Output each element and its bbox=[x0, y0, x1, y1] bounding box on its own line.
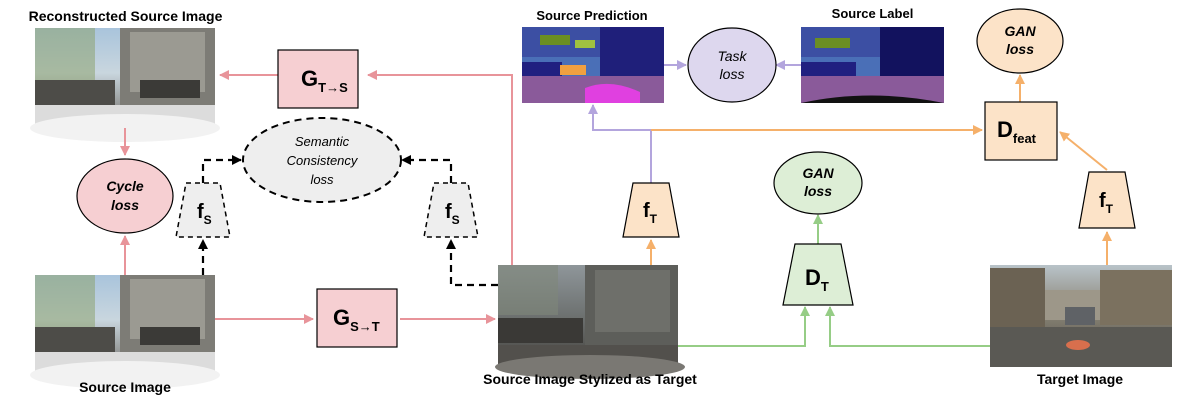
f-t-mid-main: f bbox=[643, 200, 650, 222]
caption-source-label: Source Label bbox=[831, 6, 914, 21]
svg-text:fS: fS bbox=[197, 201, 212, 227]
orange-connectors bbox=[646, 74, 1112, 265]
f-s-left: fS bbox=[175, 182, 231, 238]
caption-source-prediction: Source Prediction bbox=[536, 8, 648, 23]
svg-text:fT: fT bbox=[1099, 190, 1114, 216]
arrow-fs-left-to-semantic bbox=[201, 155, 242, 183]
arrow-stylized-to-dt bbox=[678, 306, 810, 347]
f-t-right: fT bbox=[1078, 171, 1136, 229]
svg-text:fT: fT bbox=[643, 200, 658, 226]
discriminator-feat: Dfeat bbox=[984, 101, 1058, 161]
semantic-connectors bbox=[198, 155, 498, 287]
purple-connectors bbox=[588, 60, 801, 183]
svg-text:GT→S: GT→S bbox=[301, 66, 348, 95]
f-t-right-main: f bbox=[1099, 190, 1106, 212]
cycle-loss-line1: Cycle bbox=[106, 178, 144, 194]
task-loss-line1: Task bbox=[717, 48, 747, 64]
svg-text:Dfeat: Dfeat bbox=[997, 117, 1037, 146]
semantic-loss-line3: loss bbox=[310, 172, 334, 187]
gan-top-line2: loss bbox=[1006, 41, 1034, 57]
f-s-right-sub: S bbox=[452, 213, 460, 227]
gan-top-line1: GAN bbox=[1004, 23, 1036, 39]
arrow-stylized-to-gts bbox=[367, 70, 513, 265]
arrow-fs-right-to-semantic bbox=[401, 155, 453, 183]
svg-text:fS: fS bbox=[445, 201, 460, 227]
cycle-loss-line2: loss bbox=[111, 197, 139, 213]
g-ts-main: G bbox=[301, 66, 318, 91]
f-s-right-main: f bbox=[445, 201, 452, 223]
f-t-mid: fT bbox=[622, 182, 680, 238]
d-feat-sub: feat bbox=[1013, 131, 1037, 146]
f-s-right: fS bbox=[423, 182, 479, 238]
source-image bbox=[30, 275, 220, 389]
source-prediction-image bbox=[522, 27, 664, 103]
semantic-loss-line1: Semantic bbox=[295, 134, 350, 149]
g-st-sub: S→T bbox=[350, 319, 380, 334]
f-s-left-main: f bbox=[197, 201, 204, 223]
reconstructed-source-image bbox=[30, 28, 220, 142]
cycle-loss: Cycle loss bbox=[76, 158, 174, 234]
arrow-ft-right-to-dfeat bbox=[1059, 131, 1108, 171]
gan-mid-line2: loss bbox=[804, 183, 832, 199]
arrow-target-to-dt bbox=[825, 306, 990, 347]
source-label-image bbox=[801, 27, 944, 103]
arrow-stylized-to-fs-right bbox=[446, 239, 498, 287]
d-t-main: D bbox=[805, 265, 821, 290]
semantic-consistency-loss: Semantic Consistency loss bbox=[242, 117, 402, 203]
caption-target-image: Target Image bbox=[1036, 371, 1124, 387]
f-t-right-sub: T bbox=[1106, 202, 1114, 216]
caption-stylized: Source Image Stylized as Target bbox=[483, 371, 697, 387]
green-connectors bbox=[678, 214, 990, 347]
task-loss: Task loss bbox=[687, 27, 777, 103]
f-s-left-sub: S bbox=[204, 213, 212, 227]
generator-t-to-s: GT→S bbox=[277, 49, 359, 109]
g-st-main: G bbox=[333, 305, 350, 330]
gan-loss-mid: GAN loss bbox=[773, 151, 863, 215]
svg-text:GS→T: GS→T bbox=[333, 305, 380, 334]
svg-text:DT: DT bbox=[805, 265, 829, 294]
semantic-loss-line2: Consistency bbox=[287, 153, 359, 168]
g-ts-sub: T→S bbox=[318, 80, 348, 95]
generator-s-to-t: GS→T bbox=[316, 288, 398, 348]
arrow-ft-to-prediction bbox=[588, 104, 652, 183]
f-t-mid-sub: T bbox=[650, 212, 658, 226]
d-t-sub: T bbox=[821, 279, 829, 294]
gan-mid-line1: GAN bbox=[802, 165, 834, 181]
d-feat-main: D bbox=[997, 117, 1013, 142]
caption-reconstructed-source: Reconstructed Source Image bbox=[28, 8, 223, 24]
task-loss-line2: loss bbox=[720, 66, 745, 82]
target-image bbox=[990, 265, 1172, 367]
gan-loss-top: GAN loss bbox=[976, 8, 1064, 74]
red-connectors bbox=[120, 70, 513, 324]
stylized-source-image bbox=[495, 265, 685, 379]
caption-source-image: Source Image bbox=[79, 379, 171, 395]
discriminator-t: DT bbox=[782, 243, 854, 306]
